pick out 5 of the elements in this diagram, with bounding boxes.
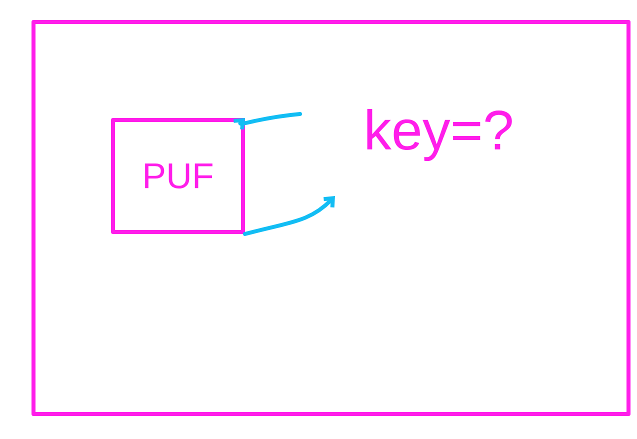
process-box: PUF [111, 118, 245, 234]
arrow [233, 112, 302, 130]
key-label: key=? [367, 108, 512, 161]
frame [32, 20, 630, 416]
arrow [243, 196, 335, 236]
